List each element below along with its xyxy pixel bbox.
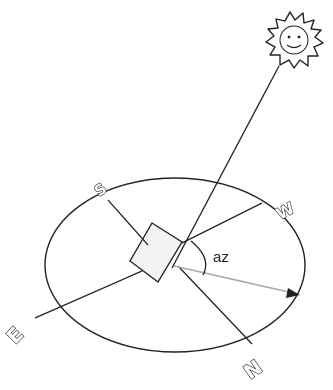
- west-label: W: [273, 198, 298, 223]
- sun-ray-line: [172, 66, 279, 268]
- horizon-ellipse: [45, 178, 305, 352]
- east-label: E: [2, 322, 29, 349]
- west-axis-line: [182, 203, 262, 243]
- east-axis-line: [35, 271, 142, 318]
- north-label: N: [239, 355, 266, 384]
- azimuth-label: az: [213, 249, 229, 266]
- north-axis-line: [178, 266, 252, 344]
- south-axis-line: [108, 200, 148, 245]
- azimuth-arrow-line: [174, 266, 293, 293]
- sun-icon: [266, 12, 323, 68]
